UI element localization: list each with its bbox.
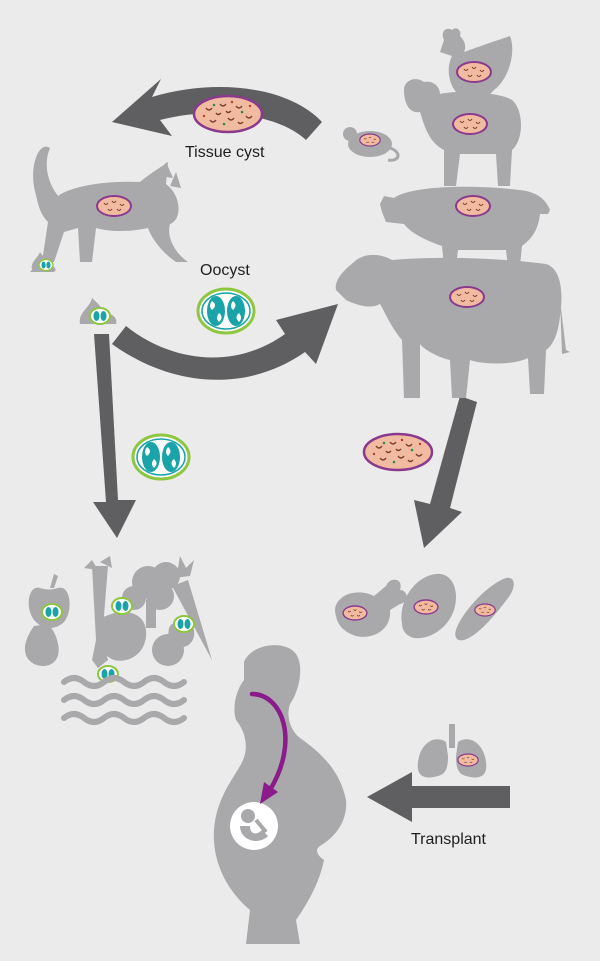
- cow-icon: [335, 254, 570, 398]
- lungs-icon: [417, 724, 487, 778]
- water-icon: [61, 675, 187, 725]
- arrow-transplant: [367, 772, 510, 822]
- pig-tissue-cyst: [455, 195, 491, 217]
- oocyst-illustration: [131, 433, 191, 481]
- tissue-cyst-illustration: [362, 432, 434, 472]
- pregnant-woman-icon: [213, 645, 347, 944]
- label-transplant: Transplant: [411, 831, 486, 848]
- arrow-to-meat: [414, 396, 477, 548]
- pig-icon: [380, 186, 550, 266]
- meat-tissue-cyst: [474, 603, 496, 617]
- fetus-icon: [230, 802, 278, 850]
- chicken-tissue-cyst: [456, 61, 492, 83]
- meat-tissue-cyst: [342, 605, 368, 621]
- oocyst-illustration: [196, 287, 256, 335]
- meat-tissue-cyst: [413, 599, 439, 615]
- cat-tissue-cyst: [96, 195, 132, 217]
- transmission-arrowhead: [260, 782, 278, 804]
- vegetable-oocyst: [111, 597, 133, 615]
- label-oocyst: Oocyst: [200, 262, 250, 279]
- feces-oocyst: [89, 307, 111, 325]
- cat-feces-oocyst: [38, 258, 54, 272]
- tissue-cyst-illustration: [192, 94, 264, 134]
- arrow-to-vegetables: [93, 334, 136, 538]
- cycle-arrow-to-animals: [112, 304, 338, 380]
- cow-tissue-cyst: [449, 286, 485, 308]
- label-tissue-cyst: Tissue cyst: [185, 144, 265, 161]
- transmission-arrow: [249, 691, 288, 793]
- mouse-tissue-cyst: [359, 133, 381, 147]
- vegetable-oocyst: [41, 603, 63, 621]
- sheep-tissue-cyst: [452, 113, 488, 135]
- vegetable-oocyst: [173, 615, 195, 633]
- organ-tissue-cyst: [457, 753, 479, 767]
